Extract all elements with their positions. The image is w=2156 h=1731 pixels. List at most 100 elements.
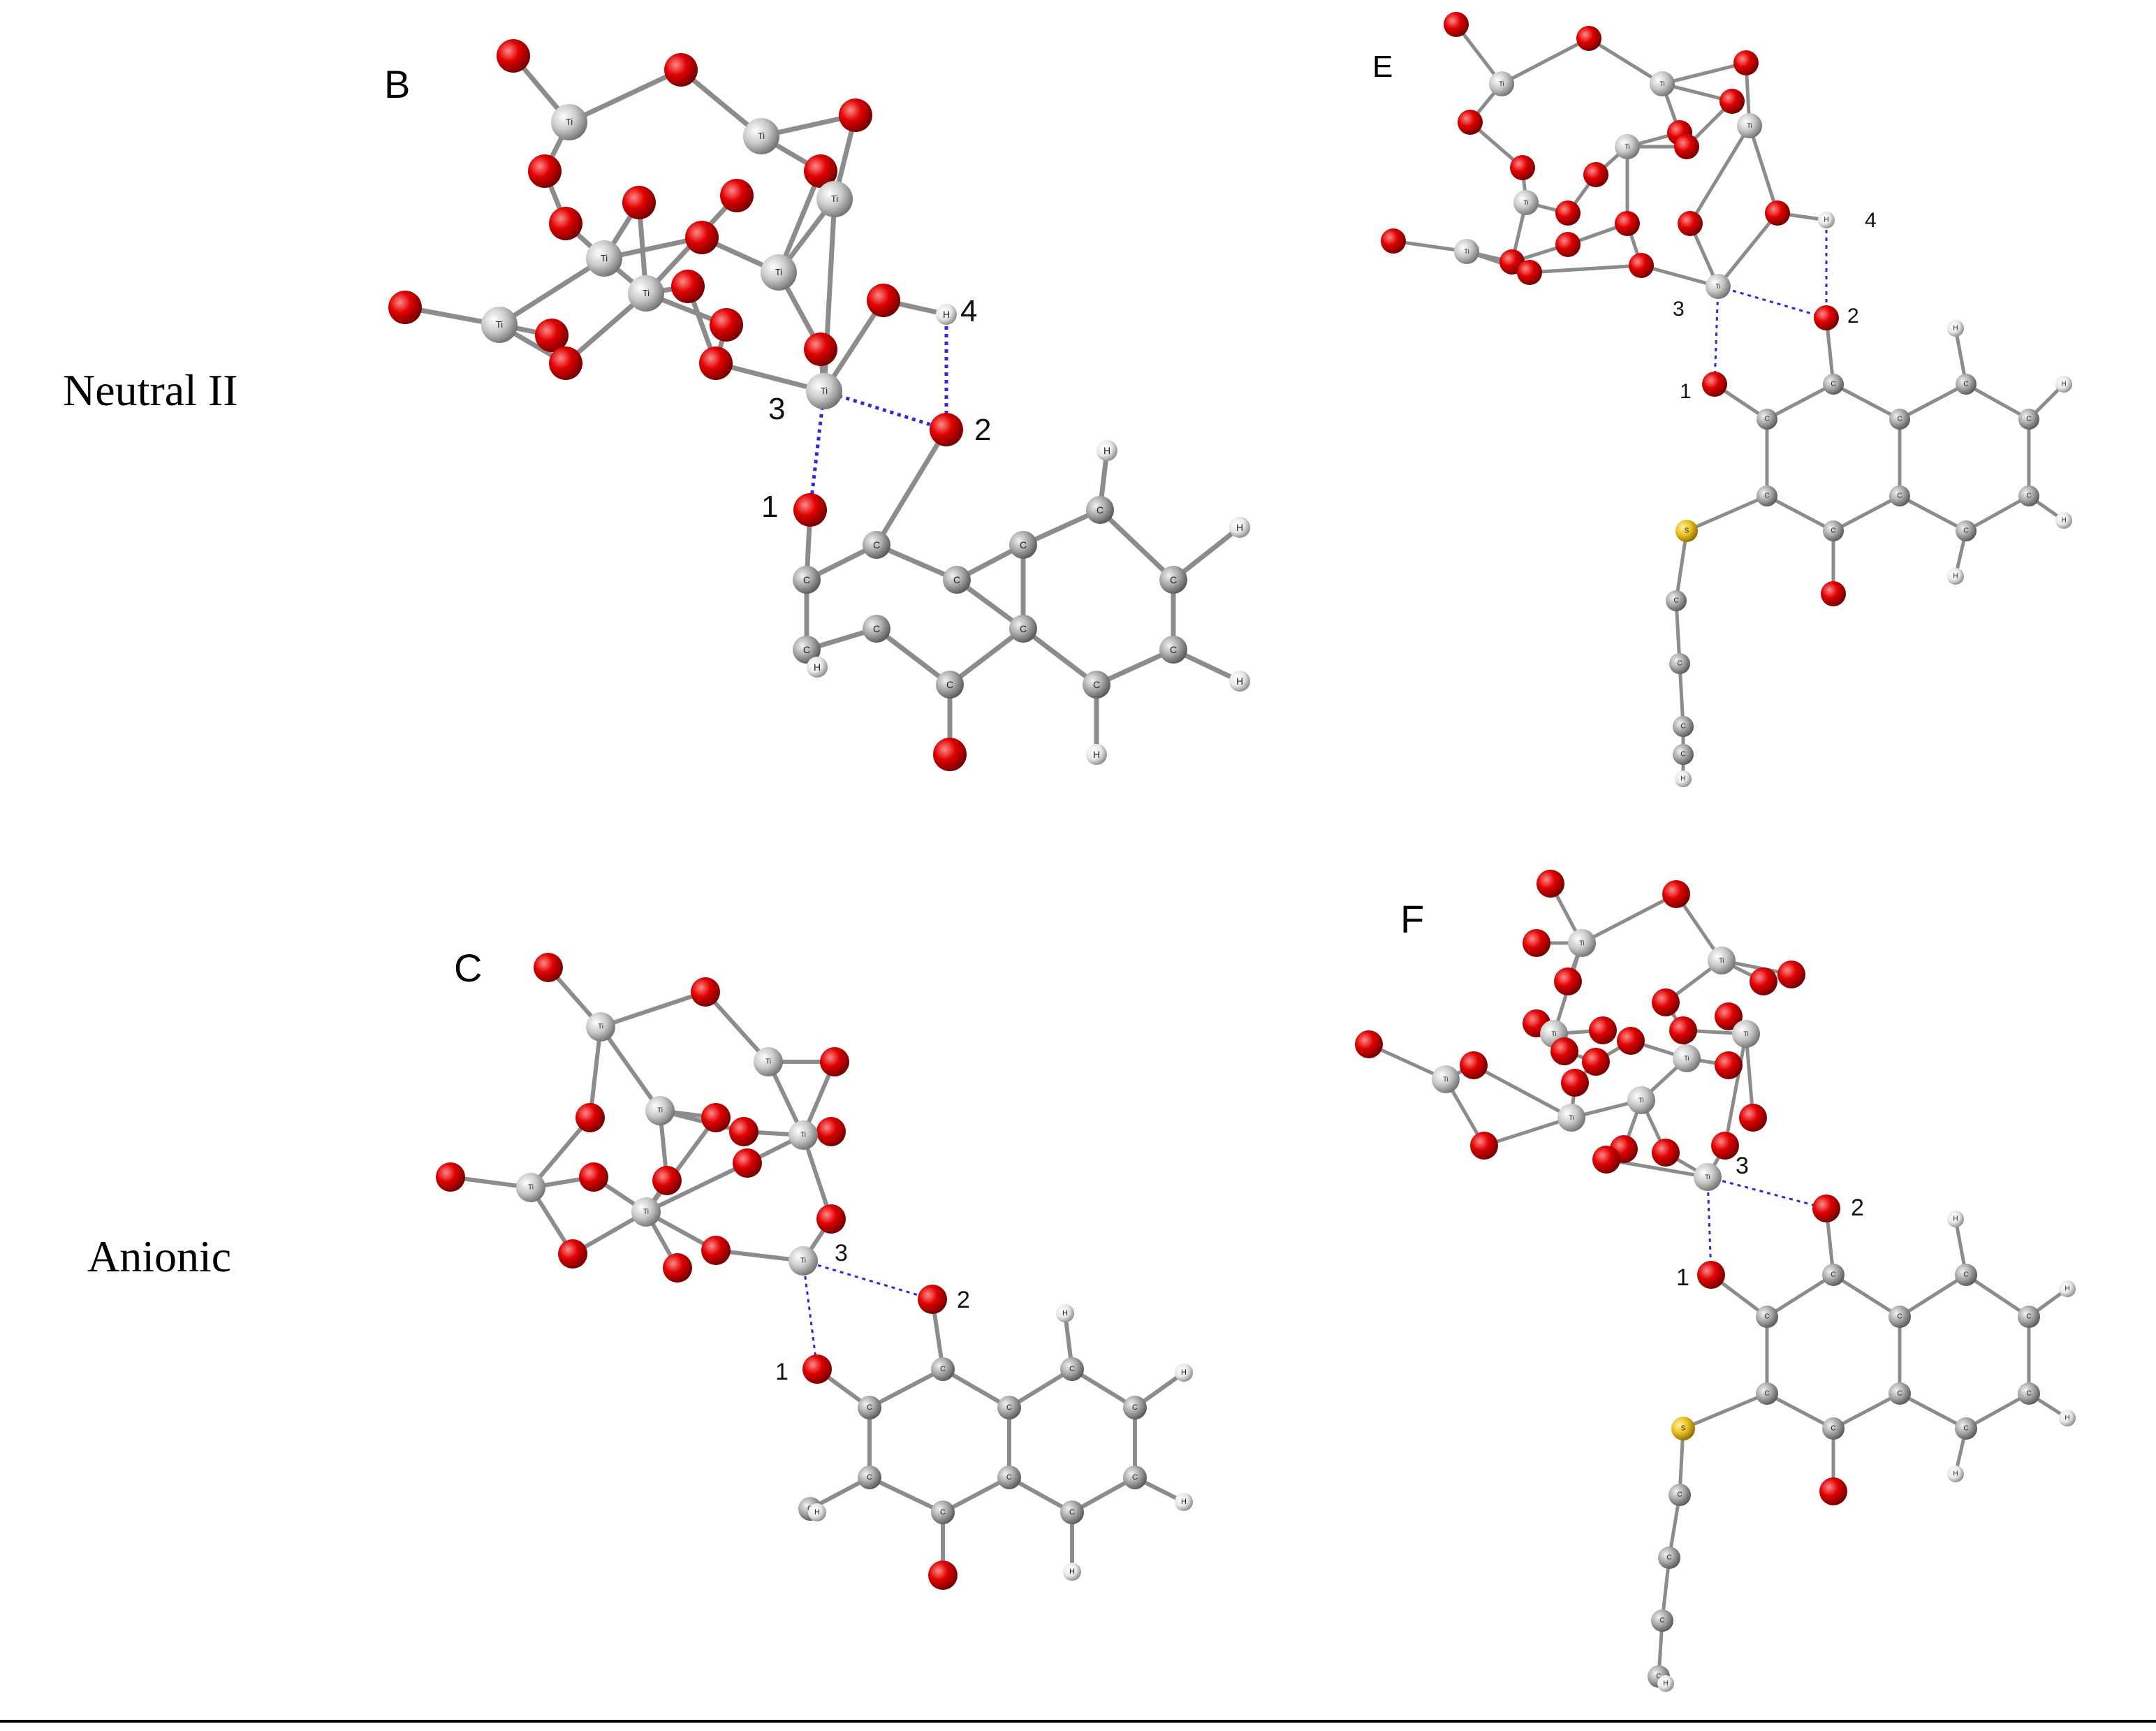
bond	[599, 990, 707, 1029]
bond	[867, 1475, 945, 1514]
atom-label-c: C	[1656, 1673, 1661, 1681]
atom-o	[1697, 1261, 1725, 1289]
bond	[1964, 494, 2031, 533]
atom-h	[807, 657, 828, 678]
atom-label-ti: Ti	[1523, 199, 1528, 206]
atom-label-c: C	[2026, 416, 2031, 423]
atom-o	[388, 291, 422, 324]
atom-label-ti: Ti	[598, 1023, 603, 1031]
atom-h	[2055, 376, 2072, 393]
atom-h	[1229, 671, 1250, 692]
panel-c-bonds	[448, 965, 1186, 1577]
atom-label-c: C	[940, 1508, 946, 1517]
bond	[1898, 1273, 1968, 1319]
atom-o	[1765, 200, 1790, 226]
atom-o	[579, 1162, 608, 1192]
atom-o	[575, 1103, 605, 1132]
atom-ti	[1650, 71, 1675, 96]
atom-label-c: C	[803, 574, 810, 585]
bond	[1674, 529, 1689, 603]
atom-label-c: C	[1764, 416, 1769, 423]
atom-ti	[1454, 239, 1479, 264]
bond	[1831, 494, 1902, 533]
atom-label-h: H	[2065, 1285, 2069, 1293]
atom-label-c: C	[873, 539, 880, 550]
panel-e-number-4: 4	[1865, 209, 1877, 232]
atom-label-c: C	[1897, 492, 1902, 500]
atom-o	[733, 1148, 762, 1178]
atom-label-c: C	[1831, 1271, 1835, 1279]
atom-o	[1711, 1132, 1739, 1160]
atom-ti	[1737, 113, 1762, 138]
atom-h	[1947, 1466, 1964, 1482]
atom-o	[839, 98, 872, 132]
atom-label-c: C	[1680, 751, 1685, 759]
atom-label-c: C	[867, 1473, 872, 1482]
atom-label-s: S	[1681, 1425, 1686, 1433]
atom-o	[802, 1354, 832, 1384]
atom-label-ti: Ti	[643, 288, 650, 298]
atom-label-ti: Ti	[1638, 1097, 1643, 1104]
bond	[1898, 1392, 1968, 1431]
bond	[1898, 382, 1968, 421]
bond	[1007, 1475, 1074, 1514]
panel-f-interactions	[1706, 1176, 1827, 1276]
atom-h	[936, 304, 957, 325]
atom-o	[816, 1204, 846, 1234]
atom-label-h: H	[2065, 1415, 2069, 1422]
atom-label-ti: Ti	[1625, 143, 1629, 150]
atom-c	[1673, 744, 1694, 765]
atom-o	[1555, 200, 1581, 226]
bond	[801, 1133, 833, 1221]
atom-label-c: C	[1963, 527, 1968, 535]
bond	[529, 1116, 592, 1190]
atom-o	[930, 413, 963, 446]
bond	[703, 990, 770, 1064]
atom-o	[685, 221, 719, 254]
atom-h	[1947, 320, 1964, 337]
atom-c	[793, 566, 821, 594]
atom-ti	[1673, 1044, 1701, 1072]
atom-label-c: C	[803, 644, 810, 655]
bond	[1070, 1367, 1137, 1410]
atom-c	[1669, 653, 1690, 674]
panel-c-label: C	[454, 946, 482, 990]
bond	[867, 1367, 945, 1410]
atom-label-ti: Ti	[1705, 1174, 1710, 1181]
atom-ti	[1513, 190, 1539, 215]
atom-c	[1756, 1306, 1778, 1328]
bond	[1765, 1392, 1835, 1431]
bond	[1674, 599, 1682, 666]
atom-o	[804, 333, 837, 366]
atom-label-ti: Ti	[643, 1208, 649, 1216]
bond	[713, 360, 827, 394]
atom-label-ti: Ti	[566, 117, 573, 127]
atom-label-ti: Ti	[1659, 80, 1664, 87]
atom-label-ti: Ti	[765, 1058, 771, 1066]
atom-ti	[789, 1246, 818, 1276]
atom-c	[1757, 485, 1777, 506]
atom-c	[2018, 1306, 2040, 1328]
atom-o	[549, 346, 582, 380]
bond	[1482, 1116, 1574, 1148]
atom-o	[1355, 1030, 1383, 1058]
panel-c-number-1: 1	[775, 1359, 789, 1385]
atom-c	[943, 566, 971, 594]
atom-label-ti: Ti	[1579, 940, 1584, 947]
bond	[941, 1367, 1011, 1410]
atom-c	[2018, 1382, 2040, 1405]
atom-label-c: C	[1170, 644, 1177, 655]
bond	[1765, 494, 1835, 533]
atom-label-h: H	[1236, 675, 1243, 687]
bond	[1007, 1367, 1074, 1410]
atom-h	[1675, 770, 1692, 787]
atom-label-c: C	[1132, 1403, 1138, 1412]
atom-label-ti: Ti	[1443, 1076, 1448, 1083]
atom-label-h: H	[1663, 1680, 1668, 1688]
atom-label-ti: Ti	[1747, 122, 1752, 129]
atom-o	[1550, 1037, 1578, 1065]
panel-e-number-1: 1	[1680, 380, 1692, 403]
bond	[566, 67, 684, 125]
atom-label-c: C	[873, 623, 880, 634]
atom-o	[1777, 961, 1805, 988]
